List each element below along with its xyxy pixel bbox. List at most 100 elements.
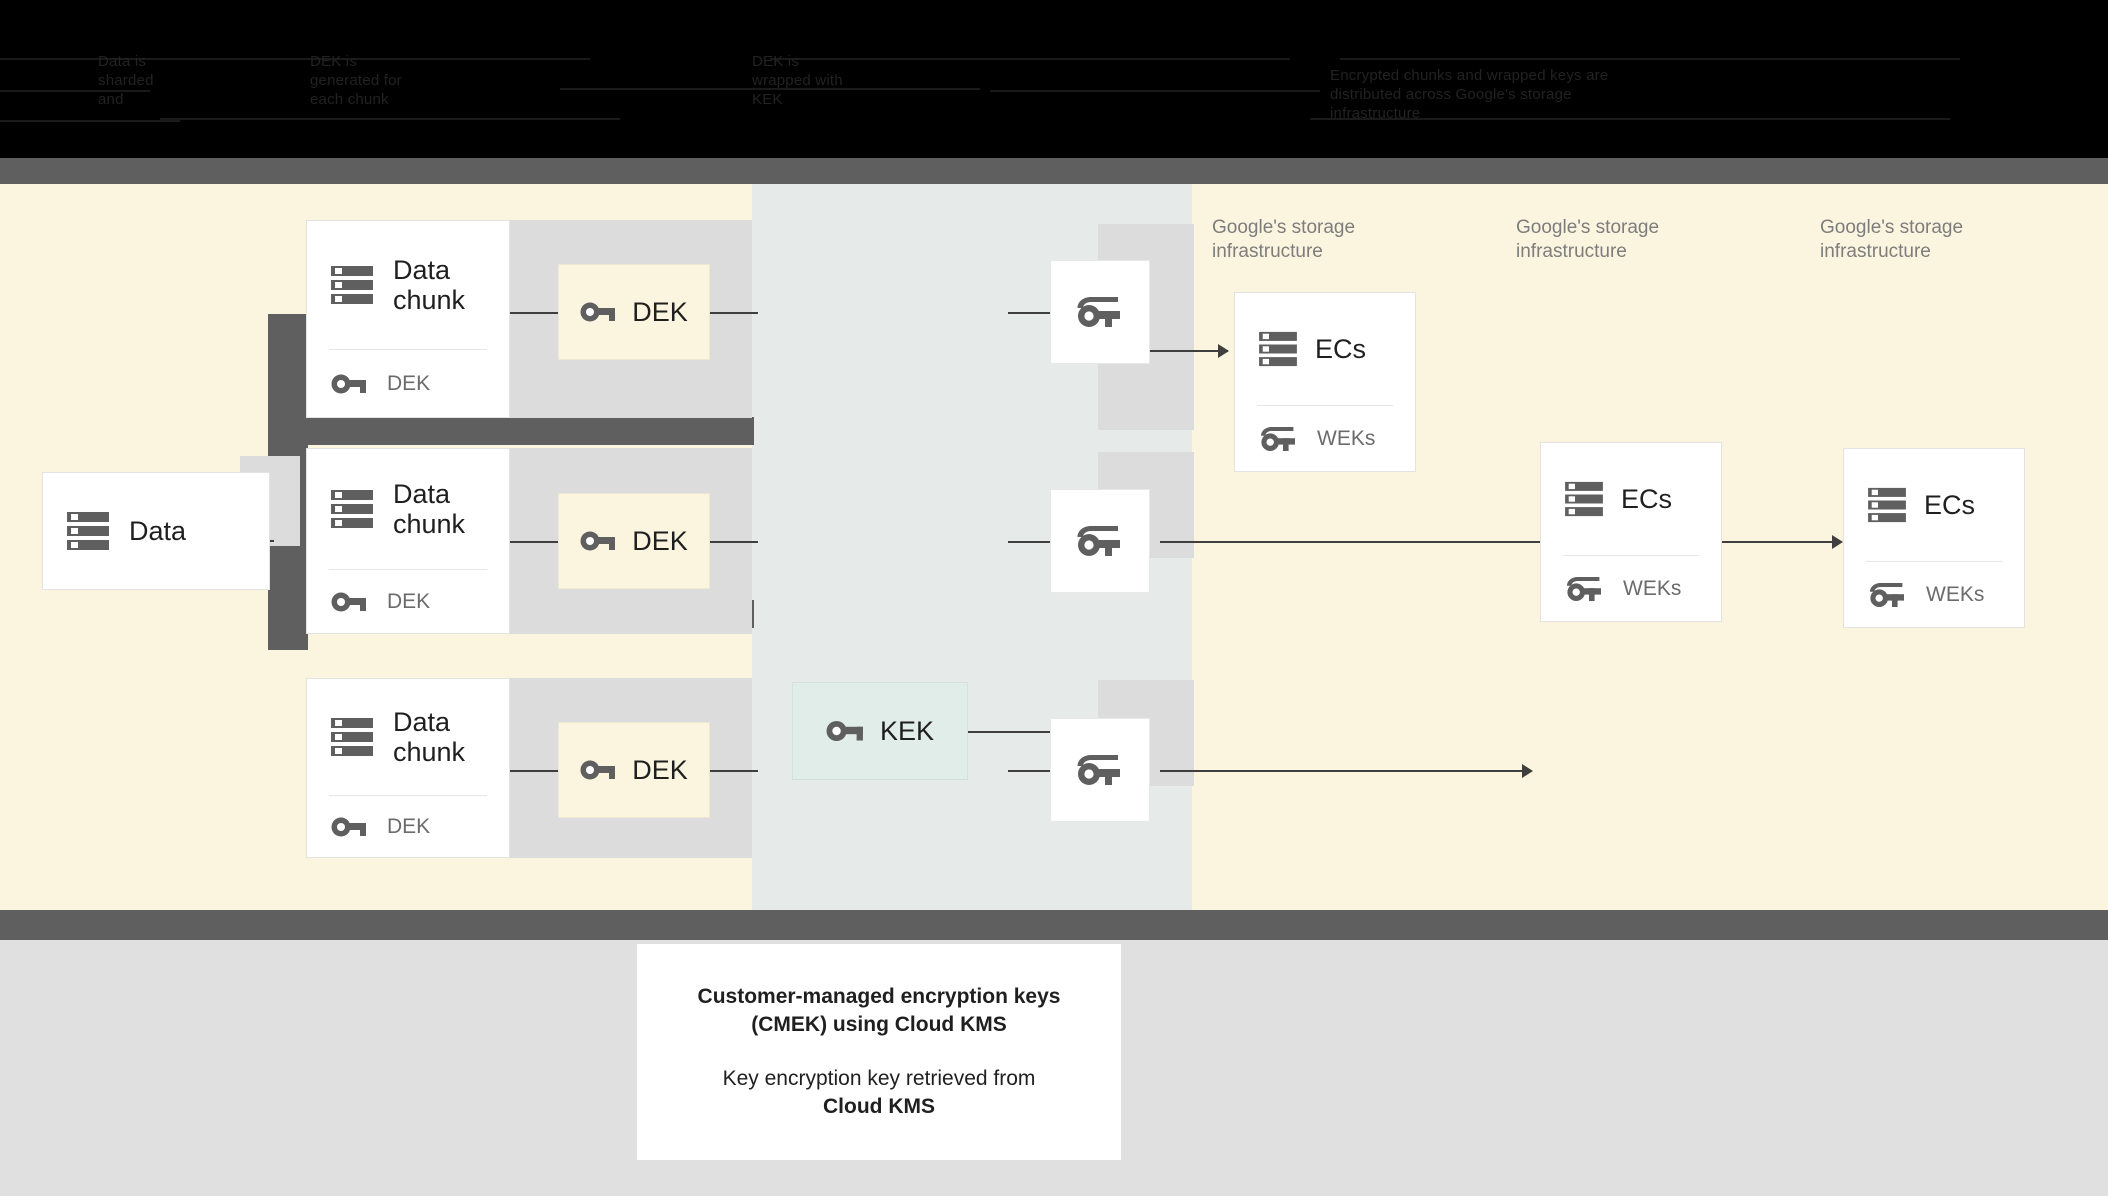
data-chunk-card-2: Data chunk DEK [306,448,510,634]
ecs-card-3: ECs WEKs [1540,442,1722,622]
kek-chip: KEK [792,682,968,780]
chunk-3-main: Data chunk [307,679,509,795]
caption-body-prefix: Key encryption key retrieved from [722,1067,1036,1090]
connector-wek1-in [1008,312,1054,314]
storage-icon [1259,331,1297,367]
chunk-3-key-row: DEK [307,796,509,858]
storage-icon [67,511,109,551]
data-chunk-card-1: Data chunk DEK [306,220,510,418]
key-icon [580,300,616,324]
ecs-1-title: ECs [1315,334,1367,364]
caption-body-strong: Cloud KMS [823,1095,935,1118]
ecs-card-1: ECs WEKs [1234,292,1416,472]
shard-bar-1 [268,417,754,445]
data-source-card: Data [42,472,270,590]
top-gray-bar [0,158,2108,184]
wek-card-3 [1050,718,1150,822]
chunk-2-main: Data chunk [307,449,509,569]
wrapped-key-icon [1259,425,1299,453]
ecs-card-2: ECs WEKs [1843,448,2025,628]
infra-label-1: Google's storage infrastructure [1212,217,1356,262]
chunk-3-title: Data chunk [393,707,466,767]
key-icon [580,529,616,553]
wrapped-key-icon [1075,753,1125,787]
header-column-4: Encrypted chunks and wrapped keys are di… [1330,67,1609,122]
ecs-2-key-label: WEKs [1926,583,1985,606]
chunk-2-title: Data chunk [393,479,466,539]
dek-chip-3-label: DEK [632,754,688,785]
header-column-2: DEK is generated for each chunk [310,53,402,108]
chunk-3-divider [329,795,487,796]
wrapped-key-icon [1075,295,1125,329]
key-icon [580,758,616,782]
caption-body: Key encryption key retrieved from Cloud … [723,1065,1036,1121]
infra-label-3: Google's storage infrastructure [1820,217,1964,262]
data-source-label: Data [129,516,187,546]
connector-dek2-out [710,541,758,543]
connector-dek3-out [710,770,758,772]
ecs-3-key-row: WEKs [1541,556,1721,622]
storage-icon [331,717,373,757]
ecs-2-divider [1866,561,2002,562]
storage-icon [331,489,373,529]
ecs-2-main: ECs [1844,449,2024,561]
storage-icon [1565,481,1603,517]
dek-chip-3: DEK [558,722,710,818]
connector-chunk2-dek [510,541,558,543]
wrapped-key-icon [1075,524,1125,558]
chunk-2-key-label: DEK [387,590,431,613]
storage-icon [331,265,373,305]
dek-chip-1-label: DEK [632,296,688,327]
arrow-head-3 [1522,764,1533,778]
storage-icon [1868,487,1906,523]
diagram-canvas: Data Data chunk [0,184,2108,910]
ecs-1-divider [1257,405,1393,406]
ecs-1-main: ECs [1235,293,1415,405]
infra-label-2: Google's storage infrastructure [1516,217,1660,262]
caption-title: Customer-managed encryption keys (CMEK) … [697,985,1061,1036]
kek-chip-label: KEK [879,715,935,746]
chunk-2-key-row: DEK [307,570,509,634]
arrow-head-2 [1832,535,1843,549]
header-column-3: DEK is wrapped with KEK [752,53,843,108]
wek-card-1 [1050,260,1150,364]
key-icon [331,815,367,839]
connector-wek3-in [1008,770,1054,772]
caption-box: Customer-managed encryption keys (CMEK) … [637,944,1121,1160]
wrapped-key-icon [1565,575,1605,603]
arrow-line-2 [1160,541,1840,543]
wek-card-2 [1050,489,1150,593]
key-icon [331,590,367,614]
ecs-3-key-label: WEKs [1623,577,1682,600]
arrow-line-1 [1098,350,1228,352]
chunk-3-key-label: DEK [387,815,431,838]
obscured-header: Data is sharded and DEK is generated for… [0,0,2108,158]
key-icon [331,372,367,396]
dek-chip-2: DEK [558,493,710,589]
chunk-1-title: Data chunk [393,255,466,315]
connector-wek2-in [1008,541,1054,543]
ecs-1-key-label: WEKs [1317,427,1376,450]
connector-chunk1-dek [510,312,558,314]
ecs-2-title: ECs [1924,490,1976,520]
data-chunk-card-3: Data chunk DEK [306,678,510,858]
data-source-row: Data [43,511,210,551]
connector-dek1-out [710,312,758,314]
chunk-1-key-label: DEK [387,372,431,395]
chunk-1-key-row: DEK [307,350,509,418]
chunk-2-divider [329,569,487,570]
key-icon [826,718,864,744]
chunk-1-main: Data chunk [307,221,509,349]
ecs-1-key-row: WEKs [1235,406,1415,472]
chunk-1-divider [329,349,487,350]
arrow-line-3 [1160,770,1530,772]
ecs-2-key-row: WEKs [1844,562,2024,628]
header-column-1: Data is sharded and [98,53,154,108]
connector-kek-out [968,731,1054,733]
wrapped-key-icon [1868,581,1908,609]
ecs-3-divider [1563,555,1699,556]
bottom-gray-bar [0,910,2108,940]
arrow-head-1 [1218,344,1229,358]
dek-chip-1: DEK [558,264,710,360]
